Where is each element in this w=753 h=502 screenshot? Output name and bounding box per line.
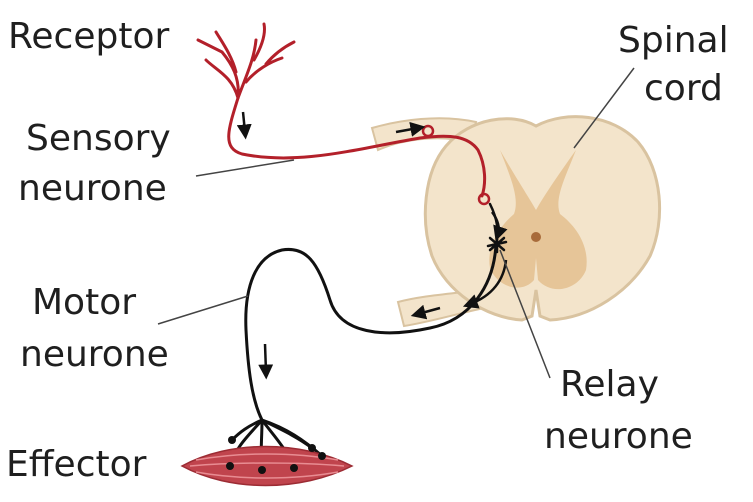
label-receptor: Receptor xyxy=(8,16,169,57)
leader-motor xyxy=(158,296,248,324)
label-relay-line2: neurone xyxy=(544,416,693,457)
arrow-sensory-down xyxy=(243,112,245,132)
receptor-endings xyxy=(198,24,294,98)
label-sensory-line1: Sensory xyxy=(26,118,171,159)
label-motor-line2: neurone xyxy=(20,334,169,375)
label-relay-line1: Relay xyxy=(560,364,659,405)
leader-sensory xyxy=(196,160,294,176)
effector-muscle xyxy=(182,436,352,486)
muscle-body xyxy=(182,447,352,486)
label-effector: Effector xyxy=(6,444,147,485)
label-sensory-line2: neurone xyxy=(18,168,167,209)
spinal-cord xyxy=(372,117,660,326)
label-spinal-line1: Spinal xyxy=(618,20,729,61)
label-motor-line1: Motor xyxy=(32,282,136,323)
label-spinal-line2: cord xyxy=(644,68,723,109)
arrow-motor-down xyxy=(265,344,266,372)
central-canal xyxy=(531,232,541,242)
